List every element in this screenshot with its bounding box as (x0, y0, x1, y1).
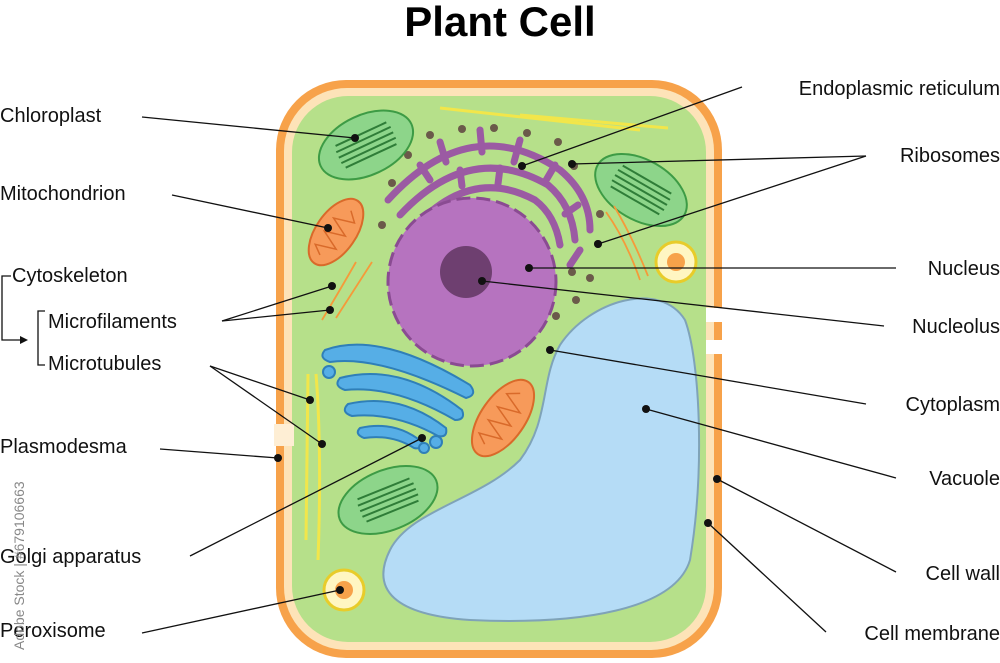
label-plasmodesma: Plasmodesma (0, 436, 128, 458)
golgi-apparatus (321, 343, 475, 454)
peroxisome-right (654, 240, 698, 284)
label-mitochondrion: Mitochondrion (0, 183, 126, 205)
label-microtubules: Microtubules (48, 353, 161, 375)
label-ribosomes: Ribosomes (900, 145, 1000, 167)
plasmodesma-gap-right-1 (706, 308, 724, 322)
diagram-title: Plant Cell (404, 0, 595, 45)
mitochondrion-right (470, 378, 536, 458)
label-cytoplasm: Cytoplasm (906, 394, 1000, 416)
label-nucleus: Nucleus (928, 258, 1000, 280)
label-vacuole: Vacuole (929, 468, 1000, 490)
plasmodesma-gap-right-2 (706, 340, 724, 354)
microfilaments (321, 205, 649, 321)
chloroplast-top-left (317, 109, 415, 181)
label-endoplasmic-reticulum: Endoplasmic reticulum (799, 78, 1000, 100)
watermark: Adobe Stock | #679106663 (11, 481, 27, 650)
leader-lines (1, 86, 897, 634)
label-cell-wall: Cell wall (926, 563, 1000, 585)
nucleolus (440, 246, 492, 298)
label-microfilaments: Microfilaments (48, 311, 177, 333)
plasmodesma-gap-left-inner (274, 424, 294, 446)
label-golgi-apparatus: Golgi apparatus (0, 546, 141, 568)
label-peroxisome: Peroxisome (0, 620, 106, 642)
label-chloroplast: Chloroplast (0, 105, 102, 127)
label-nucleolus: Nucleolus (912, 316, 1000, 338)
chloroplast-bottom (337, 465, 439, 535)
label-cytoskeleton: Cytoskeleton (12, 265, 128, 287)
label-cell-membrane: Cell membrane (864, 623, 1000, 645)
vacuole (382, 297, 701, 622)
mitochondrion-left (307, 197, 365, 267)
